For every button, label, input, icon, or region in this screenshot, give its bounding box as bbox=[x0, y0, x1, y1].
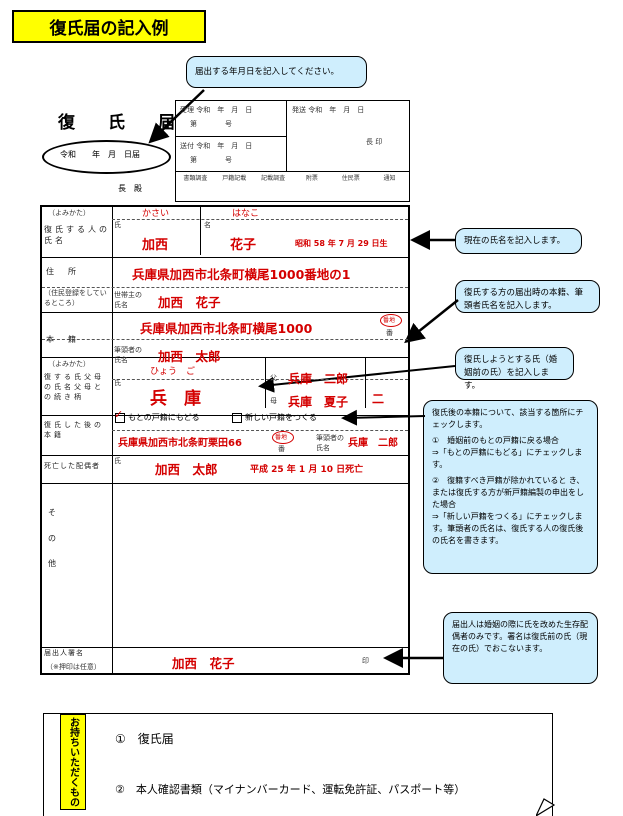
label-given: 名 bbox=[204, 221, 211, 229]
new-ban: 番 bbox=[278, 445, 285, 453]
callout-line: 復氏後の本籍について、該当する箇所にチェックします。 bbox=[432, 408, 584, 429]
banchi: 番地 bbox=[383, 317, 396, 324]
checkbox-icon[interactable] bbox=[232, 412, 242, 423]
option-new[interactable]: 新しい戸籍をつくる bbox=[232, 412, 317, 423]
check-cell: 記載調査 bbox=[261, 175, 286, 182]
arrow-option bbox=[341, 409, 426, 426]
callout-restore-surname: 復氏しようとする氏（婚姻前の氏）を記入します。 bbox=[455, 347, 574, 391]
banchi-circle bbox=[380, 314, 402, 327]
checkbox-checked-icon[interactable]: ✓ bbox=[114, 407, 125, 423]
new-head-name: 兵庫 二郎 bbox=[348, 438, 398, 449]
chief-seal: 長 印 bbox=[366, 138, 383, 146]
option-new-label: 新しい戸籍をつくる bbox=[245, 413, 317, 422]
page-curl-icon bbox=[536, 798, 556, 816]
arrow-domicile bbox=[404, 299, 459, 344]
new-banchi-circle bbox=[272, 431, 294, 444]
new-banchi: 番地 bbox=[275, 434, 288, 441]
label-householder: 世帯主の氏名 bbox=[114, 291, 142, 309]
callout-line: ⇒「もとの戸籍にもどる」にチェックします。 bbox=[432, 448, 583, 469]
father-name: 兵庫 二郎 bbox=[288, 372, 349, 386]
restore-kana: ひょう ご bbox=[150, 367, 196, 377]
check-cell: 附票 bbox=[305, 175, 318, 182]
forwarded-date: 送付 令和 年 月 日 bbox=[180, 142, 253, 150]
label-restore-surname: 氏 bbox=[114, 379, 121, 387]
label-new-head: 筆頭者の氏名 bbox=[316, 434, 344, 452]
callout-domicile: 復氏する方の届出時の本籍、筆頭者氏名を記入します。 bbox=[455, 280, 600, 313]
bring-item-2: ② 本人確認書類（マイナンバーカード、運転免許証、パスポート等） bbox=[115, 783, 466, 796]
bring-label: お持ちいただくもの bbox=[60, 714, 86, 810]
form-heading: 復 氏 届 bbox=[58, 113, 183, 133]
label-address-sub: （住民登録をしているところ） bbox=[44, 289, 107, 307]
check-cell: 書類調査 bbox=[183, 175, 208, 182]
label-signer-sub: （※押印は任意） bbox=[46, 663, 101, 671]
signer-seal: 印 bbox=[362, 657, 369, 665]
callout-signature: 届出人は婚姻の際に氏を改めた生存配偶者のみです。署名は復氏前の氏（現在の氏）でお… bbox=[443, 612, 598, 684]
callout-line: ② 復籍すべき戸籍が除かれていると き、または復氏する方が新戸籍編製の申出をした… bbox=[432, 476, 585, 509]
mother-name: 兵庫 夏子 bbox=[288, 395, 349, 409]
callout-date: 届出する年月日を記入してください。 bbox=[186, 56, 367, 88]
office-box: 受理 令和 年 月 日 第 号 送付 令和 年 月 日 第 号 発送 令和 年 … bbox=[175, 100, 410, 202]
received-date: 受理 令和 年 月 日 bbox=[180, 106, 253, 114]
ban: 番 bbox=[386, 329, 393, 337]
bring-item-1: ① 復氏届 bbox=[115, 732, 174, 746]
label-furigana-2: （よみかた） bbox=[48, 360, 90, 368]
page-title: 復氏届の記入例 bbox=[12, 10, 206, 43]
signer-name: 加西 花子 bbox=[172, 656, 235, 671]
relation-value: 二 bbox=[372, 392, 385, 406]
label-address: 住 所 bbox=[46, 267, 79, 276]
arrow-date bbox=[148, 89, 205, 144]
death-date: 平成 25 年 1 月 10 日死亡 bbox=[250, 465, 364, 475]
date-oval bbox=[42, 140, 171, 174]
callout-line: ⇒「新しい戸籍をつくる」にチェックします。筆頭者の氏名は、復氏する人の復氏後の氏… bbox=[432, 512, 584, 545]
check-cell: 住民票 bbox=[341, 175, 360, 182]
person-first-name: 花子 bbox=[230, 238, 257, 253]
label-deceased-name: 氏 bbox=[114, 457, 121, 465]
sent-date: 発送 令和 年 月 日 bbox=[292, 106, 365, 114]
bring-section bbox=[43, 713, 553, 816]
label-restore: 復する氏父母の氏名父母との続き柄 bbox=[44, 373, 104, 401]
kana-last: かさい bbox=[142, 209, 170, 219]
callout-current-name: 現在の氏名を記入します。 bbox=[455, 228, 582, 254]
option-return[interactable]: ✓ もとの戸籍にもどる bbox=[114, 407, 200, 423]
householder-name: 加西 花子 bbox=[158, 295, 221, 310]
address-value: 兵庫県加西市北条町横尾1000番地の1 bbox=[132, 267, 351, 282]
arrow-restore bbox=[258, 365, 456, 393]
domicile-value: 兵庫県加西市北条町横尾1000 bbox=[140, 321, 313, 336]
option-return-label: もとの戸籍にもどる bbox=[128, 413, 200, 422]
label-mother: 母 bbox=[270, 397, 277, 405]
label-person: 復氏する人の氏名 bbox=[44, 225, 110, 245]
label-other: その他 bbox=[48, 508, 56, 569]
person-last-name: 加西 bbox=[142, 238, 169, 253]
callout-line: ① 婚姻前のもとの戸籍に戻る場合 bbox=[432, 436, 559, 445]
label-surname: 氏 bbox=[114, 221, 121, 229]
received-no: 第 号 bbox=[190, 120, 232, 128]
check-cell: 戸籍記載 bbox=[222, 175, 247, 182]
forwarded-no: 第 号 bbox=[190, 156, 232, 164]
callout-new-domicile: 復氏後の本籍について、該当する箇所にチェックします。 ① 婚姻前のもとの戸籍に戻… bbox=[423, 400, 598, 574]
restore-surname: 兵 庫 bbox=[150, 389, 201, 409]
label-new-domicile: 復氏した後の本籍 bbox=[44, 421, 104, 439]
kana-first: はなこ bbox=[232, 209, 260, 219]
date-line: 令和 年 月 日届 bbox=[60, 150, 140, 159]
addressee: 長 殿 bbox=[118, 184, 142, 193]
birth-date: 昭和 58 年 7 月 29 日生 bbox=[295, 239, 388, 248]
check-cell: 通知 bbox=[383, 175, 396, 182]
label-domicile: 本 籍 bbox=[46, 335, 79, 344]
label-father: 父 bbox=[270, 374, 277, 382]
head-name: 加西 太郎 bbox=[158, 349, 221, 364]
label-head: 筆頭者の氏名 bbox=[114, 346, 142, 364]
label-furigana: （よみかた） bbox=[48, 209, 90, 217]
new-domicile-value: 兵庫県加西市北条町栗田66 bbox=[118, 438, 242, 449]
form-body bbox=[40, 205, 410, 675]
deceased-name: 加西 太郎 bbox=[155, 462, 218, 477]
label-deceased: 死亡した配偶者 bbox=[44, 462, 100, 470]
label-signer: 届出人署名 bbox=[44, 649, 84, 657]
